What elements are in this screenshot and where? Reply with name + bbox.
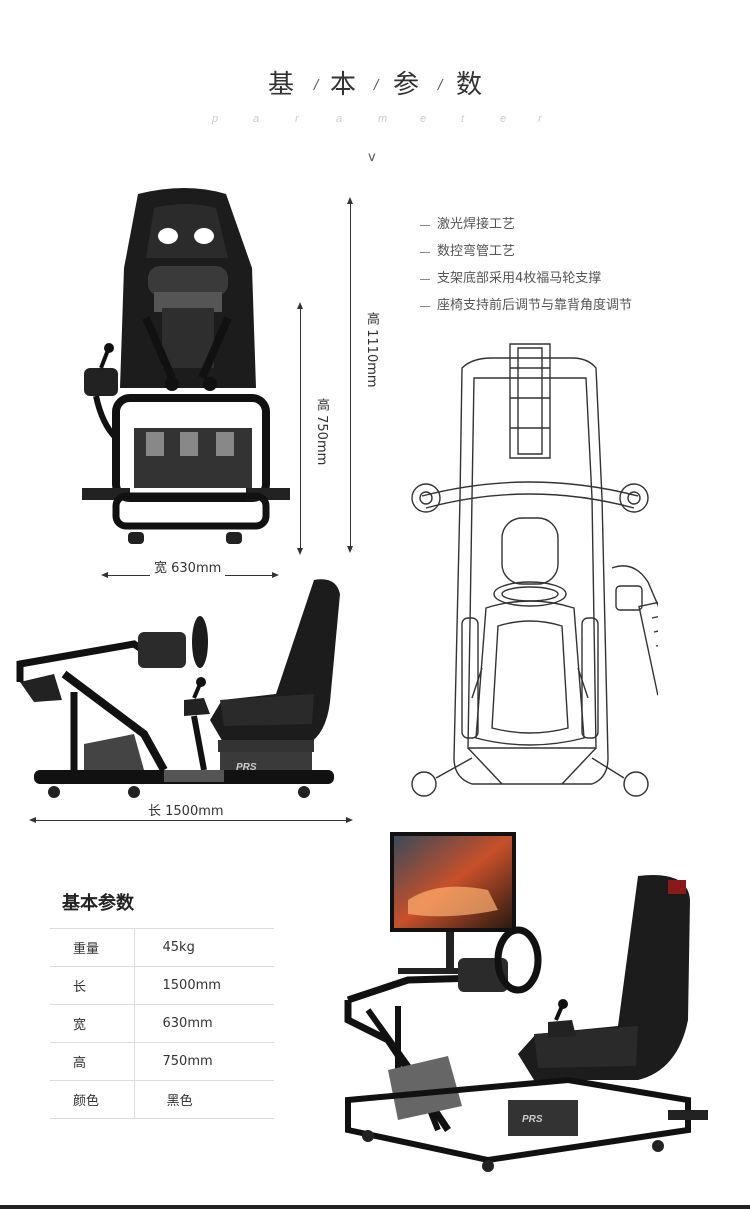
spec-key: 长: [50, 966, 135, 1005]
page-subtitle: p a r a m e t e r: [0, 113, 750, 129]
feature-text: 座椅支持前后调节与靠背角度调节: [437, 298, 633, 313]
list-item: 数控弯管工艺: [420, 243, 740, 270]
list-item: 座椅支持前后调节与靠背角度调节: [420, 297, 740, 324]
spec-key: 高: [50, 1042, 135, 1081]
arrow-right-icon: [346, 817, 353, 823]
spec-title: 基本参数: [62, 893, 134, 914]
dash-icon: [420, 306, 430, 307]
subtitle-char: t: [461, 113, 465, 125]
title-separator: /: [314, 78, 319, 93]
title-separator: /: [438, 78, 443, 93]
feature-text: 激光焊接工艺: [437, 217, 516, 232]
subtitle-char: a: [336, 113, 343, 125]
title-char: 基: [268, 70, 295, 100]
height-dimension-line: [300, 305, 301, 552]
spec-key: 宽: [50, 1004, 135, 1043]
feature-text: 支架底部采用4枚福马轮支撑: [437, 271, 602, 286]
spec-value: 630mm: [134, 1004, 274, 1043]
subtitle-char: p: [212, 113, 219, 125]
title-char: 参: [393, 70, 420, 100]
spec-value: 1500mm: [134, 966, 274, 1005]
arrow-up-icon: [297, 302, 303, 309]
height-dimension-line: [350, 200, 351, 550]
title-separator: /: [374, 78, 379, 93]
height-label: 高 750mm: [314, 398, 329, 466]
spec-value: 黑色: [134, 1080, 274, 1119]
subtitle-char: a: [253, 113, 260, 125]
rig-top-view-drawing: [411, 343, 658, 797]
arrow-left-icon: [29, 817, 36, 823]
spec-key: 重量: [50, 928, 135, 967]
list-item: 支架底部采用4枚福马轮支撑: [420, 270, 740, 297]
rig-side-view-image: PRS: [16, 579, 340, 798]
arrow-left-icon: [101, 572, 108, 578]
spec-key: 颜色: [50, 1080, 135, 1119]
dash-icon: [420, 252, 430, 253]
arrow-up-icon: [347, 197, 353, 204]
title-char: 本: [330, 70, 357, 100]
rig-front-view-image: [82, 188, 290, 544]
list-item: 激光焊接工艺: [420, 216, 740, 243]
arrow-down-icon: [297, 548, 303, 555]
total-height-label: 高 1110mm: [364, 312, 379, 388]
arrow-right-icon: [272, 572, 279, 578]
subtitle-char: m: [378, 113, 388, 125]
length-dimension-line: [32, 820, 350, 821]
width-label: 宽 630mm: [150, 557, 226, 576]
spec-value: 45kg: [134, 928, 274, 967]
brand-logo: PRS: [522, 1114, 543, 1125]
feature-text: 数控弯管工艺: [437, 244, 516, 259]
title-char: 数: [456, 70, 483, 100]
table-row: 颜色 黑色: [50, 1080, 274, 1119]
subtitle-char: e: [500, 113, 507, 125]
subtitle-char: r: [538, 113, 542, 125]
footer-bar: [0, 1205, 750, 1209]
feature-list: 激光焊接工艺 数控弯管工艺 支架底部采用4枚福马轮支撑 座椅支持前后调节与靠背角…: [420, 216, 740, 324]
page-title: 基 / 本 / 参 / 数: [0, 64, 750, 104]
subtitle-char: r: [295, 113, 299, 125]
length-label: 长 1500mm: [144, 800, 228, 819]
subtitle-char: e: [420, 113, 427, 125]
chevron-down-icon: v: [368, 150, 376, 165]
arrow-down-icon: [347, 546, 353, 553]
spec-value: 750mm: [134, 1042, 274, 1081]
rig-with-monitor-image: PRS: [344, 832, 708, 1172]
brand-logo: PRS: [236, 762, 257, 773]
dash-icon: [420, 225, 430, 226]
dash-icon: [420, 279, 430, 280]
